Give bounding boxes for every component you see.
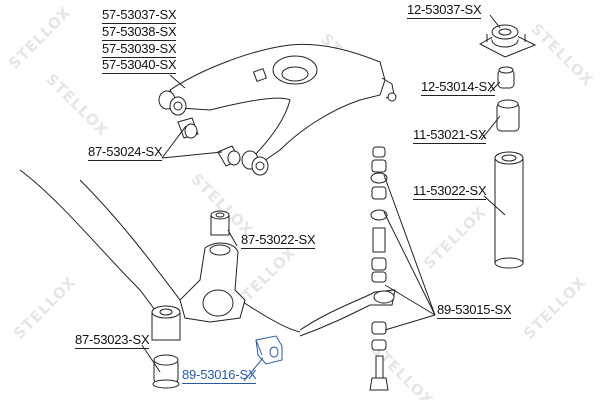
label-57-53040-sx[interactable]: 57-53040-SX — [102, 57, 177, 74]
knuckle-bracket — [151, 242, 246, 341]
label-87-53024-sx[interactable]: 87-53024-SX — [88, 144, 163, 161]
label-87-53023-sx[interactable]: 87-53023-SX — [75, 332, 150, 349]
label-12-53037-sx[interactable]: 12-53037-SX — [407, 2, 482, 19]
label-57-53038-sx[interactable]: 57-53038-SX — [102, 24, 177, 41]
label-12-53014-sx[interactable]: 12-53014-SX — [421, 79, 496, 96]
bump-stop-small — [497, 66, 515, 89]
bushing-87-53022 — [210, 210, 230, 236]
stabilizer-bushing-89-53016 — [255, 335, 283, 365]
leader-lines — [141, 14, 506, 382]
dust-boot — [494, 151, 524, 269]
label-89-53016-sx[interactable]: 89-53016-SX — [182, 367, 257, 384]
label-57-53039-sx[interactable]: 57-53039-SX — [102, 41, 177, 58]
label-57-53037-sx[interactable]: 57-53037-SX — [102, 7, 177, 24]
bump-stop — [496, 99, 520, 132]
label-11-53021-sx[interactable]: 11-53021-SX — [413, 127, 487, 144]
stabilizer-link-stack — [299, 146, 396, 391]
label-87-53022-sx[interactable]: 87-53022-SX — [241, 232, 316, 249]
label-89-53015-sx[interactable]: 89-53015-SX — [437, 302, 512, 319]
stabilizer-bar — [19, 169, 301, 333]
label-11-53022-sx[interactable]: 11-53022-SX — [413, 183, 487, 200]
top-mount — [478, 24, 537, 58]
bushings-87-53024 — [177, 117, 241, 167]
bushing-87-53023 — [152, 354, 180, 389]
control-arm — [158, 43, 397, 176]
